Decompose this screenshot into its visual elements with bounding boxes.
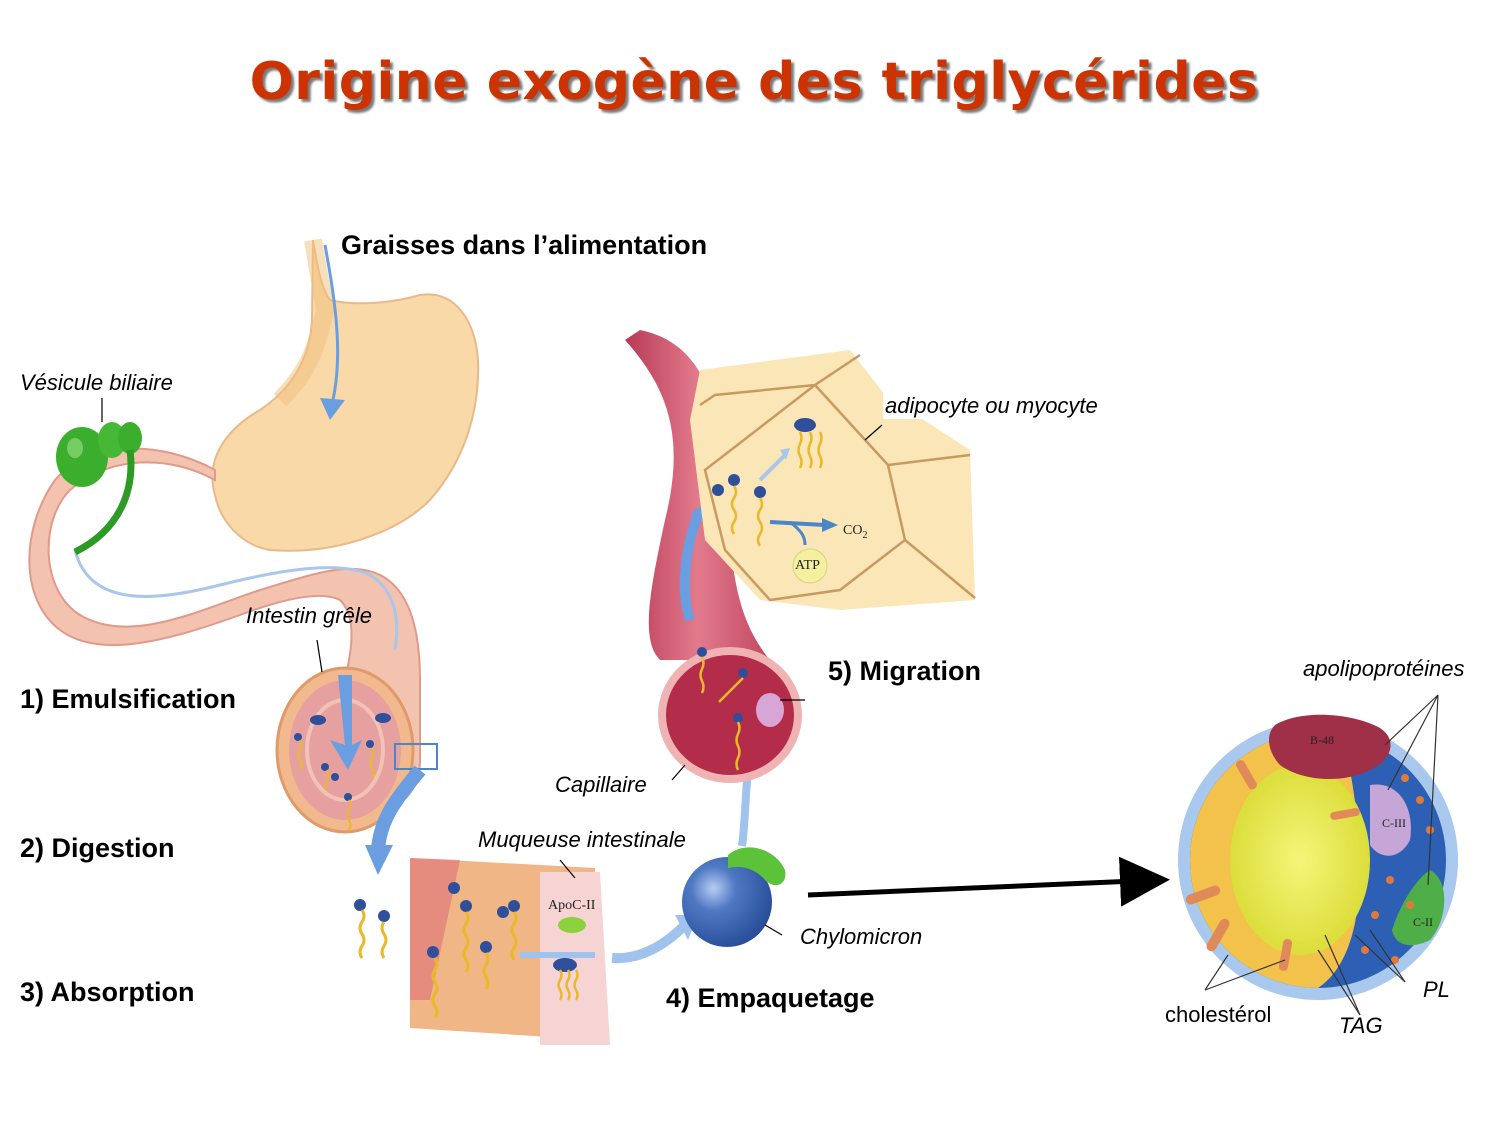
cholesterol-label: cholestérol <box>1165 1002 1272 1027</box>
co2-text: CO <box>843 523 863 538</box>
step-migration: 5) Migration <box>828 656 981 686</box>
pl-label: PL <box>1423 977 1450 1002</box>
mucosa-block <box>410 858 698 1045</box>
capillary-illustration <box>625 330 805 783</box>
step-emulsification: 1) Emulsification <box>20 684 237 714</box>
capillary-label: Capillaire <box>555 772 647 797</box>
step-digestion: 2) Digestion <box>20 833 175 863</box>
mucosa-label: Muqueuse intestinale <box>478 827 686 852</box>
step-packaging: 4) Empaquetage <box>666 983 875 1013</box>
tag-label: TAG <box>1339 1013 1383 1038</box>
detail-arrow <box>807 856 1170 907</box>
page-title: Origine exogène des triglycérides <box>249 52 1259 112</box>
apoc2-small-label: ApoC-II <box>548 898 596 913</box>
apo-c3-label: C-III <box>1382 816 1406 830</box>
chylomicron-small <box>682 752 786 947</box>
co2-label: CO2 <box>843 523 867 541</box>
gallbladder-label: Vésicule biliaire <box>20 370 173 395</box>
chylomicron-label: Chylomicron <box>800 924 923 949</box>
chylomicron-detail-illustration <box>1178 694 1458 1016</box>
co2-subscript: 2 <box>862 529 868 541</box>
stomach-illustration <box>211 238 480 552</box>
small-intestine-label: Intestin grêle <box>246 603 372 628</box>
apolipoproteins-label: apolipoprotéines <box>1303 656 1465 681</box>
dietary-fat-label: Graisses dans l’alimentation <box>341 230 708 260</box>
atp-label: ATP <box>795 558 820 573</box>
fatty-acids-free <box>354 899 390 959</box>
apo-c2-label: C-II <box>1413 915 1433 929</box>
intestine-cross-section <box>275 639 438 875</box>
step-absorption: 3) Absorption <box>20 977 195 1007</box>
gallbladder-illustration <box>56 398 142 556</box>
apo-b48-label: B-48 <box>1310 733 1334 747</box>
target-cell-label: adipocyte ou myocyte <box>883 393 1100 419</box>
